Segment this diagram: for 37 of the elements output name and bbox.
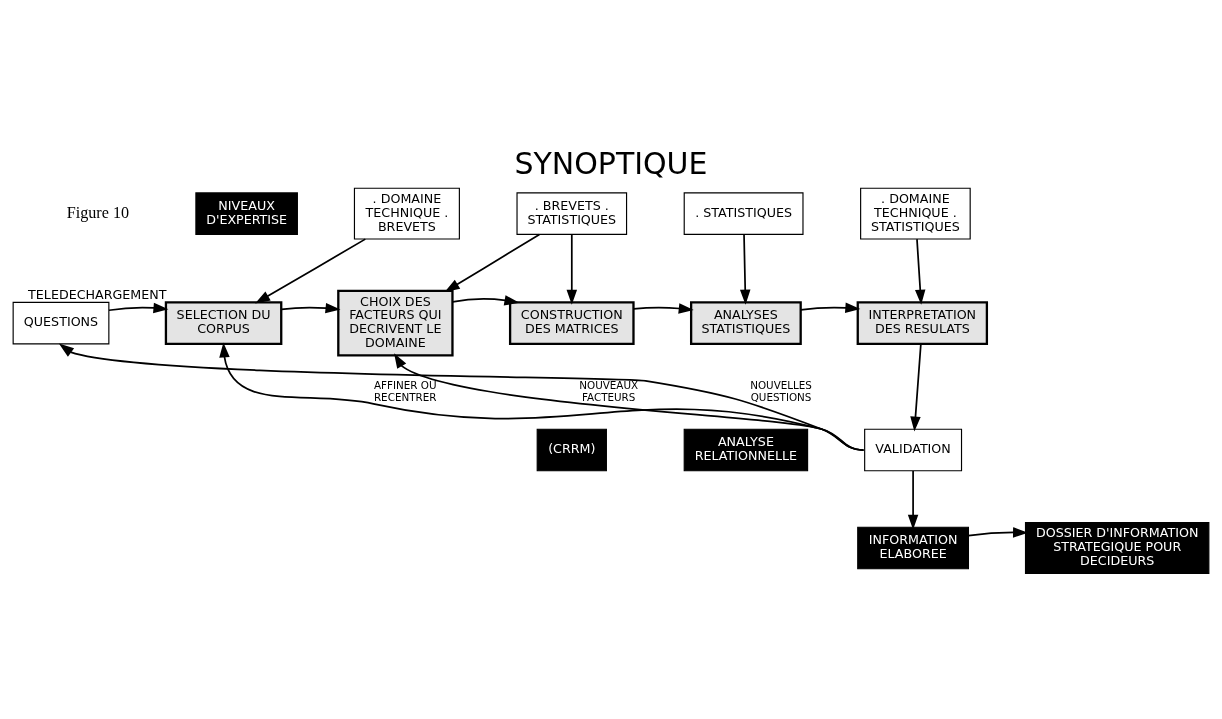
node-box: INTERPRETATION DES RESULATS xyxy=(856,301,989,346)
node-box: ANALYSES STATISTIQUES xyxy=(690,301,802,346)
edge-label: NOUVEAUX FACTEURS xyxy=(579,379,639,403)
arrow xyxy=(566,233,578,305)
arrow xyxy=(915,238,926,305)
label: Figure 10 xyxy=(66,203,130,221)
node-box: . DOMAINE TECHNIQUE . BREVETS xyxy=(353,187,460,240)
node-box: DOSSIER D'INFORMATION STRATEGIQUE POUR DECIDEURS xyxy=(1024,522,1210,574)
node-box: . STATISTIQUES xyxy=(683,192,804,235)
node-label: TELEDECHARGEMENT xyxy=(28,286,167,302)
node-box: (CRRM) xyxy=(536,428,607,472)
arrow xyxy=(910,343,922,432)
edge-label: NOUVELLES QUESTIONS xyxy=(750,379,812,403)
node-box: SELECTION DU CORPUS xyxy=(164,301,283,346)
arrow xyxy=(632,303,694,314)
arrow xyxy=(58,343,865,451)
arrow xyxy=(108,302,169,314)
node-box: CHOIX DES FACTEURS QUI DECRIVENT LE DOMAINE xyxy=(337,289,454,357)
node-box: . BREVETS . STATISTIQUES xyxy=(516,192,628,235)
node-box: VALIDATION xyxy=(864,428,963,472)
node-box: NIVEAUX D'EXPERTISE xyxy=(195,192,298,235)
edge-label: AFFINER OU RECENTRER xyxy=(373,379,437,403)
arrow xyxy=(907,470,919,530)
arrow xyxy=(394,353,865,451)
diagram-title: SYNOPTIQUE xyxy=(514,146,708,182)
node-box: CONSTRUCTION DES MATRICES xyxy=(508,301,635,346)
arrow xyxy=(451,295,520,306)
node-box: ANALYSE RELATIONNELLE xyxy=(683,428,809,472)
node-box: . DOMAINE TECHNIQUE . STATISTIQUES xyxy=(860,187,971,240)
arrow xyxy=(444,233,541,293)
arrow xyxy=(255,238,367,304)
node-box: INFORMATION ELABOREE xyxy=(857,526,969,570)
arrow xyxy=(739,233,751,305)
arrow xyxy=(799,302,861,314)
arrow xyxy=(280,302,341,314)
arrow xyxy=(219,342,865,451)
node-box: QUESTIONS xyxy=(12,301,110,345)
